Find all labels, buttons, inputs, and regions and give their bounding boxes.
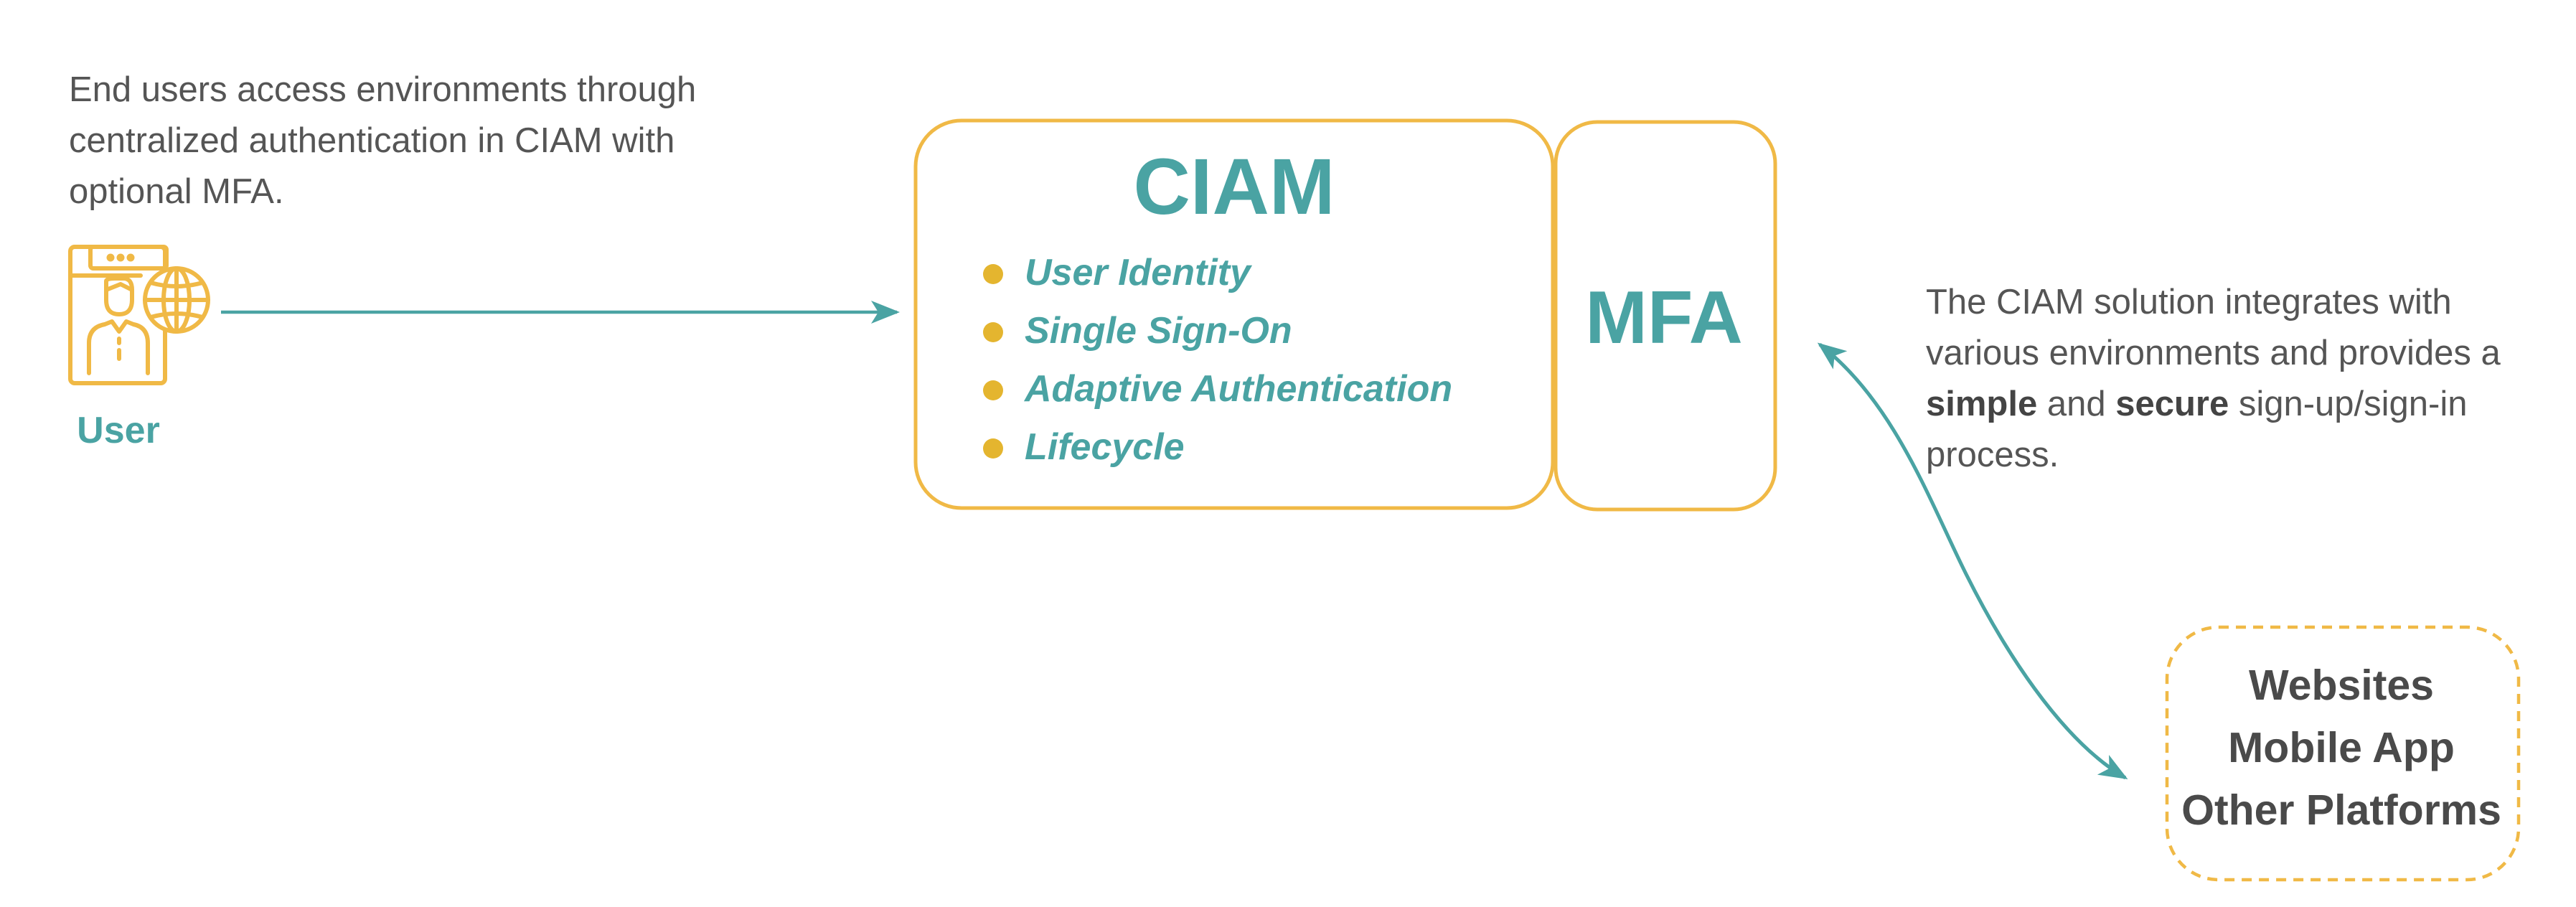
integration-description: The CIAM solution integrates with variou… — [1926, 277, 2572, 481]
integration-text-part: The CIAM solution integrates with variou… — [1926, 283, 2501, 372]
ciam-feature-label: Single Sign-On — [1025, 310, 1292, 352]
environment-item: Other Platforms — [2181, 786, 2501, 834]
ciam-title: CIAM — [1133, 143, 1335, 231]
ciam-feature-label: Adaptive Authentication — [1025, 368, 1453, 410]
bullet-dot-icon — [983, 322, 1003, 342]
environments-list: Websites Mobile App Other Platforms — [2166, 654, 2517, 842]
integration-bold-simple: simple — [1926, 385, 2038, 423]
bullet-dot-icon — [983, 380, 1003, 400]
user-label: User — [77, 410, 160, 451]
ciam-feature-item: User Identity — [980, 244, 1452, 302]
ciam-feature-label: Lifecycle — [1025, 426, 1185, 468]
integration-text-part: and — [2037, 385, 2116, 423]
intro-text: End users access environments through ce… — [69, 70, 697, 211]
environment-item: Websites — [2249, 662, 2434, 709]
ciam-feature-item: Adaptive Authentication — [980, 360, 1452, 418]
mfa-label: MFA — [1585, 276, 1743, 359]
mfa-box — [1553, 120, 1777, 512]
environment-item: Mobile App — [2228, 724, 2455, 771]
user-globe-icon — [68, 245, 210, 385]
environments-box — [2165, 625, 2521, 882]
integration-bold-secure: secure — [2115, 385, 2229, 423]
ciam-feature-item: Lifecycle — [980, 418, 1452, 476]
ciam-box — [913, 118, 1555, 510]
ciam-feature-list: User Identity Single Sign-On Adaptive Au… — [980, 244, 1452, 476]
ciam-feature-item: Single Sign-On — [980, 302, 1452, 360]
integration-text-part: sign-up/sign-in process. — [1926, 385, 2468, 474]
mfa-environments-arrow — [1817, 342, 2128, 780]
ciam-feature-label: User Identity — [1025, 252, 1251, 293]
bullet-dot-icon — [983, 264, 1003, 284]
bullet-dot-icon — [983, 438, 1003, 459]
